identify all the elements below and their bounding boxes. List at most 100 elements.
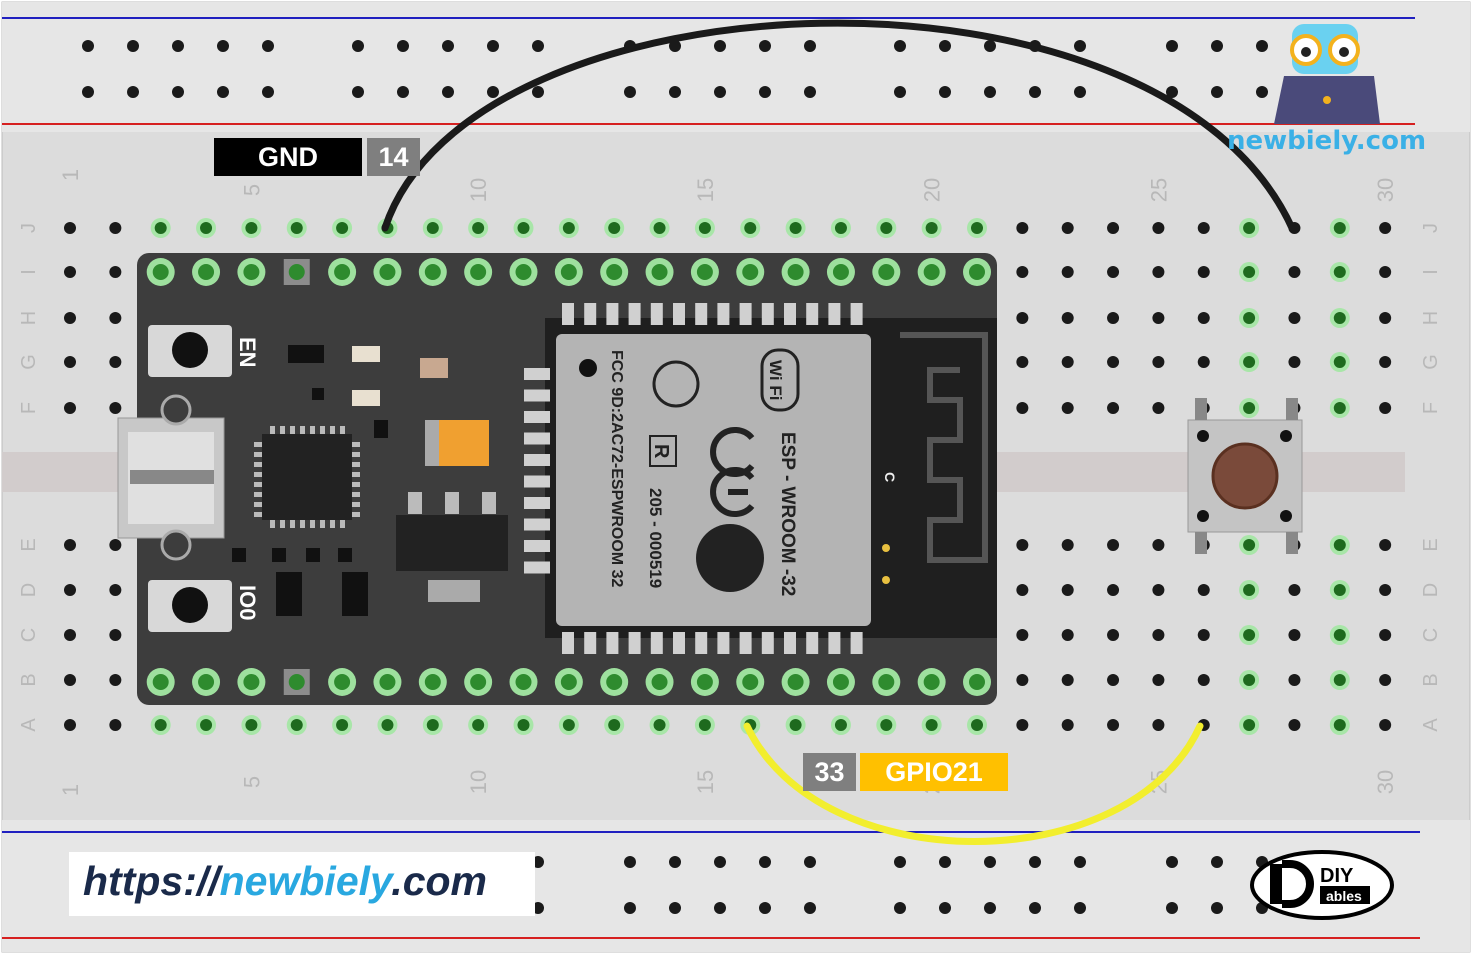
breadboard-hole xyxy=(1379,402,1392,414)
module-pad xyxy=(695,632,708,654)
ce-mark xyxy=(710,427,755,517)
push-button-pin xyxy=(1195,398,1207,420)
board-pin xyxy=(923,264,940,280)
breadboard-hole xyxy=(1243,402,1256,414)
breadboard-hole xyxy=(1243,539,1256,551)
module-pad xyxy=(562,632,574,654)
breadboard-hole xyxy=(1197,312,1210,324)
module-pad xyxy=(524,432,550,445)
breadboard-hole xyxy=(1016,266,1029,278)
board-pin xyxy=(379,674,396,690)
board-pin xyxy=(470,674,487,690)
board-pin xyxy=(243,674,260,690)
breadboard-hole xyxy=(64,312,76,324)
rail-hole xyxy=(1256,40,1268,52)
breadboard-hole xyxy=(64,402,76,414)
breadboard-hole xyxy=(1107,629,1120,641)
push-button-corner xyxy=(1197,430,1209,442)
smd-component xyxy=(352,390,380,406)
breadboard-hole xyxy=(1152,584,1165,596)
breadboard-hole xyxy=(109,402,122,414)
module-pad xyxy=(739,303,752,325)
chip-leg xyxy=(270,520,275,528)
gnd-wire xyxy=(381,19,1296,232)
breadboard-hole xyxy=(1107,356,1120,368)
regulator-leg xyxy=(408,492,422,514)
board-pin xyxy=(288,674,305,690)
rail-hole xyxy=(532,902,544,914)
rail-hole xyxy=(127,86,139,98)
board-pin xyxy=(742,674,759,690)
module-pad xyxy=(739,632,752,654)
chip-leg xyxy=(352,472,360,477)
diy-logo-text: DIY xyxy=(1320,865,1354,887)
row-letter: E xyxy=(18,538,40,551)
breadboard-hole xyxy=(698,719,711,731)
gpio-pin-number: 33 xyxy=(803,753,856,791)
breadboard-hole xyxy=(1107,674,1120,686)
breadboard-hole xyxy=(1379,266,1392,278)
breadboard-hole xyxy=(1152,222,1165,234)
push-button-corner xyxy=(1197,510,1209,522)
breadboard-hole xyxy=(1379,719,1392,731)
rail-hole xyxy=(532,86,544,98)
rail-hole xyxy=(127,40,139,52)
breadboard-hole xyxy=(1107,402,1120,414)
en-button xyxy=(148,325,232,377)
row-letter: G xyxy=(18,354,40,370)
diyables-logo: DIY ables xyxy=(1250,850,1394,920)
breadboard-hole xyxy=(64,356,76,368)
breadboard-hole xyxy=(109,312,122,324)
chip-leg xyxy=(254,462,262,467)
breadboard-hole xyxy=(1243,312,1256,324)
rail-hole xyxy=(804,856,816,868)
rail-hole xyxy=(939,856,951,868)
breadboard-hole xyxy=(744,222,757,234)
rail-hole xyxy=(624,902,636,914)
regulator-leg xyxy=(482,492,496,514)
board-pin xyxy=(515,264,532,280)
breadboard-hole xyxy=(1288,719,1301,731)
column-number: 15 xyxy=(693,770,718,794)
module-pad xyxy=(524,540,550,552)
module-pad xyxy=(784,303,796,325)
smd-component xyxy=(352,346,380,362)
chip-leg xyxy=(280,520,285,528)
newbiely-brand-text: newbiely.com xyxy=(1227,126,1427,156)
rail-hole xyxy=(442,86,454,98)
breadboard-hole xyxy=(1288,674,1301,686)
push-button-cap xyxy=(1211,442,1279,510)
diode xyxy=(288,345,324,363)
row-letter: G xyxy=(1420,354,1442,370)
rail-hole xyxy=(804,40,816,52)
breadboard-hole xyxy=(517,222,530,234)
breadboard-hole xyxy=(1243,674,1256,686)
breadboard-hole xyxy=(64,584,76,596)
row-letter: H xyxy=(18,311,40,325)
rail-hole xyxy=(984,40,996,52)
module-pad xyxy=(524,368,550,380)
row-letter: A xyxy=(18,718,40,732)
chip-leg xyxy=(254,482,262,487)
breadboard-hole xyxy=(1379,312,1392,324)
breadboard-hole xyxy=(426,222,439,234)
breadboard-hole xyxy=(245,719,258,731)
module-pad xyxy=(828,303,841,325)
breadboard-hole xyxy=(109,629,122,641)
module-pad xyxy=(524,561,550,574)
chip-legs xyxy=(254,426,360,528)
smd-component xyxy=(312,388,324,400)
breadboard-hole xyxy=(64,629,76,641)
breadboard-hole xyxy=(1107,222,1120,234)
breadboard-hole xyxy=(925,719,938,731)
chip-leg xyxy=(254,492,262,497)
chip-leg xyxy=(352,482,360,487)
board-pin xyxy=(243,264,260,280)
chip-leg xyxy=(254,452,262,457)
board-pin xyxy=(832,674,849,690)
breadboard-hole xyxy=(1016,539,1029,551)
gpio21-label: GPIO21 xyxy=(860,753,1008,791)
module-pad xyxy=(606,632,619,654)
breadboard-hole xyxy=(1061,719,1074,731)
rail-hole xyxy=(1029,856,1041,868)
